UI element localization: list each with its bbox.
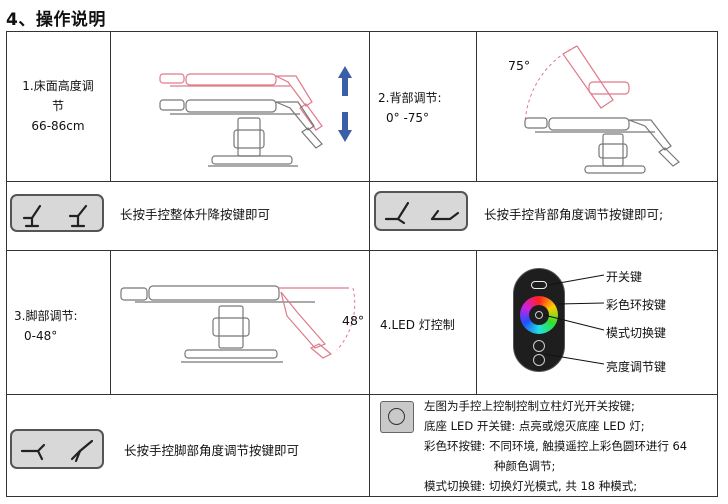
led-label: 4.LED 灯控制 (380, 318, 455, 332)
back-label: 2.背部调节: (378, 91, 442, 105)
brightness-up-icon[interactable] (533, 340, 545, 352)
led-note-1: 左图为手控上控制控制立柱灯光开关按键; (424, 399, 635, 413)
led-notes: 左图为手控上控制控制立柱灯光开关按键; 底座 LED 开关键: 点亮或熄灭底座 … (424, 396, 718, 496)
brightness-down-icon[interactable] (533, 354, 545, 366)
callout-lines (543, 274, 605, 365)
up-down-arrows (338, 66, 352, 142)
lift-up-icon (22, 204, 88, 228)
bed-height-label-line2: 节 (51, 99, 64, 113)
column-divider (369, 31, 370, 497)
back-angle-label: 75° (508, 58, 531, 73)
foot-instruction: 长按手控脚部角度调节按键即可 (124, 443, 300, 458)
foot-illustration (120, 285, 356, 363)
callout-power: 开关键 (606, 270, 643, 284)
row-divider (6, 394, 718, 395)
back-illustration (524, 45, 680, 174)
row-divider (6, 181, 718, 182)
height-control-button[interactable] (10, 194, 104, 232)
back-range: 0° -75° (386, 111, 430, 125)
mode-dot-icon (535, 311, 543, 319)
back-control-button[interactable] (374, 191, 468, 231)
callout-color-ring: 彩色环按键 (606, 298, 667, 312)
bed-height-label: 1.床面高度调 节 66-86cm (10, 76, 106, 136)
bed-height-range: 66-86cm (31, 119, 85, 133)
back-instruction: 长按手控背部角度调节按键即可; (484, 207, 664, 222)
cell-divider (110, 250, 111, 394)
foot-control-button[interactable] (10, 429, 104, 469)
bed-height-illustration (159, 73, 323, 167)
led-note-2: 底座 LED 开关键: 点亮或熄灭底座 LED 灯; (424, 419, 645, 433)
callout-brightness: 亮度调节键 (606, 360, 667, 374)
led-note-3: 彩色环按键: 不同环境, 触摸遥控上彩色圆环进行 64 (424, 439, 688, 453)
power-button-icon[interactable] (531, 281, 547, 289)
section-title: 4、操作说明 (6, 10, 106, 30)
backrest-icon (384, 201, 460, 225)
footrest-icon (20, 439, 94, 463)
cell-divider (476, 31, 477, 181)
foot-label: 3.脚部调节: (14, 309, 78, 323)
foot-range: 0-48° (24, 329, 58, 343)
led-note-5: 模式切换键: 切换灯光模式, 共 18 种模式; (424, 479, 638, 493)
height-instruction: 长按手控整体升降按键即可 (120, 207, 271, 222)
led-note-4: 种颜色调节; (494, 459, 556, 473)
cell-divider (476, 250, 477, 394)
row-divider (6, 250, 718, 251)
foot-angle-label: 48° (342, 313, 365, 328)
cell-divider (110, 31, 111, 181)
pillar-light-button[interactable] (380, 401, 414, 433)
instruction-table (6, 31, 718, 497)
foot-label-group: 3.脚部调节: 0-48° (14, 306, 104, 346)
light-bulb-icon (388, 408, 405, 425)
bed-height-label-line1: 1.床面高度调 (22, 79, 94, 93)
callout-mode: 模式切换键 (606, 326, 667, 340)
back-label-group: 2.背部调节: 0° -75° (378, 88, 468, 128)
